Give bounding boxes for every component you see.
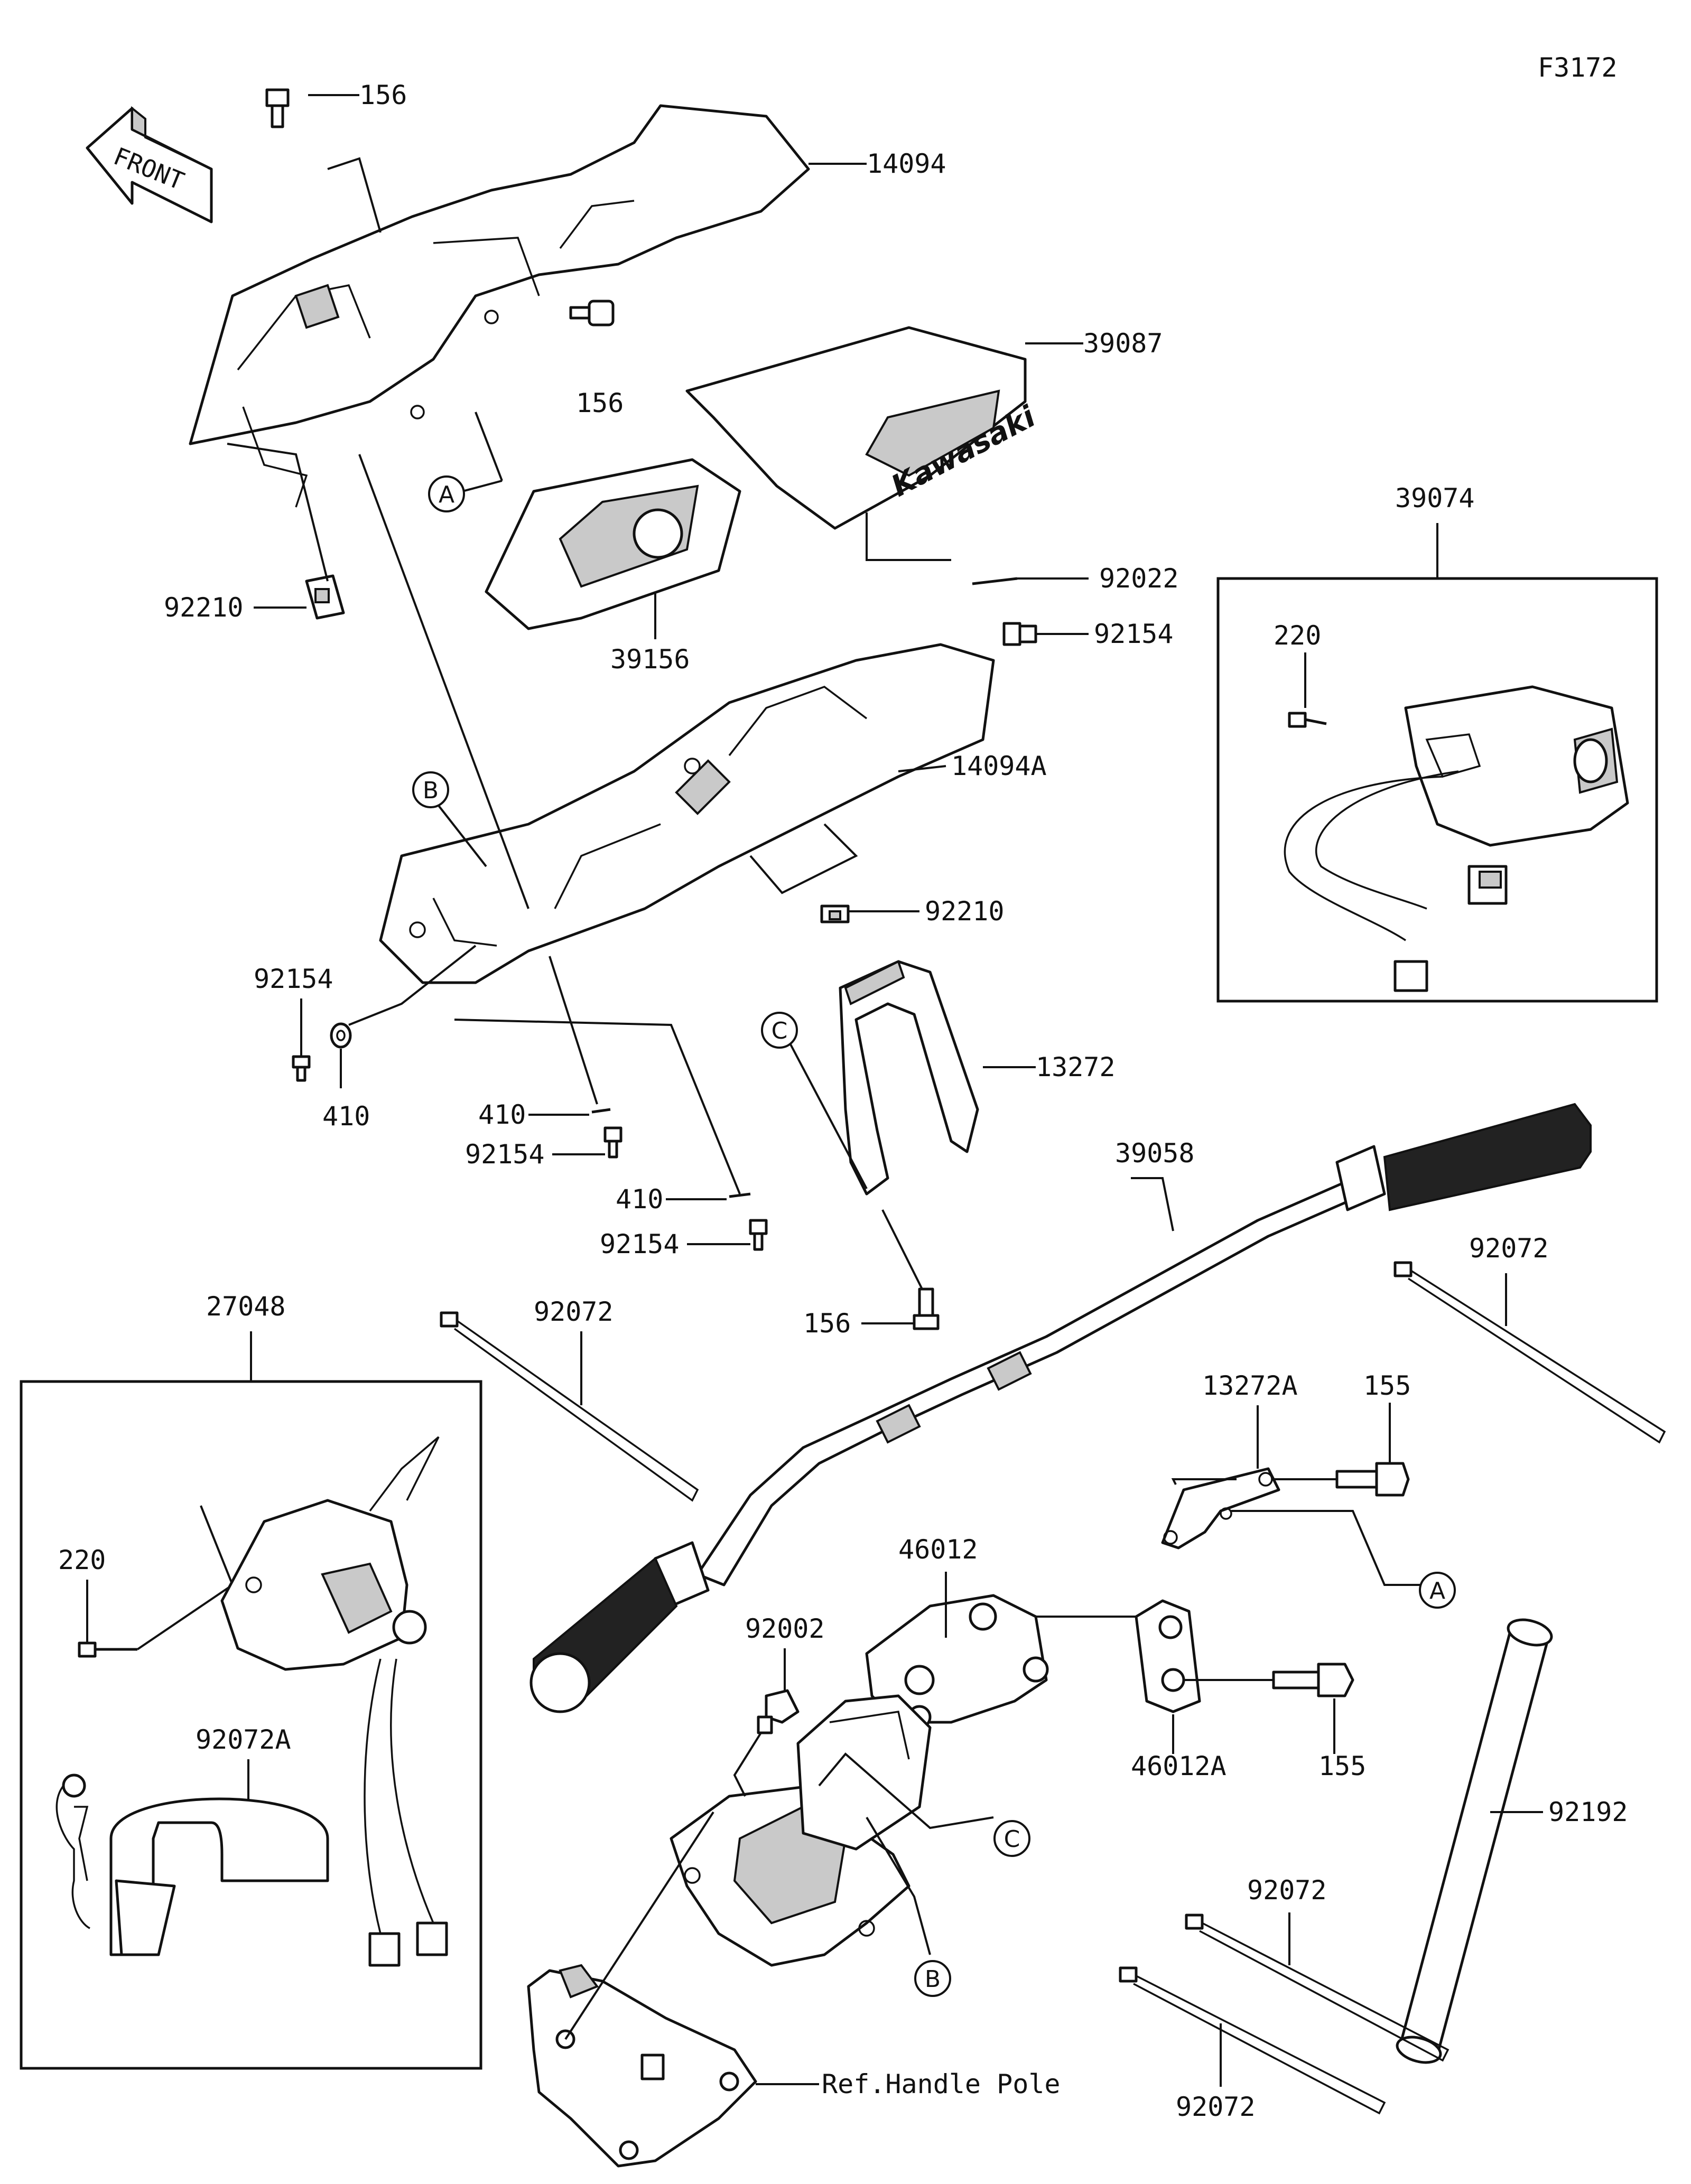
tube-92192 xyxy=(1396,1618,1553,2064)
cover-14094A xyxy=(379,643,995,984)
label-92210-top: 92210 xyxy=(164,592,244,623)
bolt-156-low xyxy=(913,1287,940,1330)
callout-a-lower xyxy=(1419,1572,1456,1609)
label-ref-handle-pole: Ref.Handle Pole xyxy=(822,2069,1061,2099)
callout-a-lower-text: A xyxy=(1429,1578,1445,1604)
cable-tie-92072-br1 xyxy=(1185,1914,1450,2062)
washer-410-mid xyxy=(591,1108,611,1114)
label-92072-br2: 92072 xyxy=(1176,2092,1256,2122)
label-156-top: 156 xyxy=(359,80,407,110)
label-156-mid: 156 xyxy=(576,388,624,418)
bolt-155-top xyxy=(1335,1462,1410,1497)
panel-39156 xyxy=(485,458,741,630)
switch-housing-27048 xyxy=(220,1436,440,1671)
switch-housing-39074 xyxy=(1404,685,1629,847)
screw-92154-top xyxy=(1002,622,1037,646)
panel-39087: Kawasaki xyxy=(685,326,1042,530)
label-156-low: 156 xyxy=(803,1308,851,1339)
label-92192: 92192 xyxy=(1548,1797,1628,1827)
strip-92022 xyxy=(972,577,1018,585)
cable-tie-92072-center xyxy=(440,1311,699,1502)
lanyard-clip-92072A xyxy=(55,1774,329,1956)
label-14094A: 14094A xyxy=(951,751,1047,781)
handlebar-39058 xyxy=(529,1103,1592,1713)
callout-b-lower-text: B xyxy=(925,1966,941,1993)
bolt-155-low xyxy=(1272,1663,1354,1697)
label-92210-mid: 92210 xyxy=(925,896,1005,927)
label-410-mid: 410 xyxy=(478,1099,526,1130)
callout-b-upper xyxy=(412,771,449,808)
bracket-13272 xyxy=(839,960,979,1196)
label-410-left: 410 xyxy=(322,1101,370,1132)
label-92072-br1: 92072 xyxy=(1247,1875,1327,1906)
callout-a-upper xyxy=(428,475,465,512)
callout-c-upper-text: C xyxy=(772,1018,788,1044)
steering-column xyxy=(670,1694,932,1967)
label-92022: 92022 xyxy=(1099,563,1179,594)
washer-410-low xyxy=(729,1192,751,1198)
clamp-46012 xyxy=(865,1594,1049,1729)
screw-92154-left xyxy=(292,1055,311,1082)
callout-c-lower xyxy=(993,1820,1030,1857)
label-39087: 39087 xyxy=(1083,328,1163,359)
switch-wiring-39074 xyxy=(1284,770,1508,992)
label-13272A: 13272A xyxy=(1202,1370,1298,1401)
label-46012: 46012 xyxy=(898,1534,978,1565)
label-92072-center: 92072 xyxy=(534,1296,614,1327)
switch-wiring-27048 xyxy=(364,1658,448,1967)
callout-b-lower xyxy=(914,1960,951,1997)
clip-92210-mid xyxy=(820,904,850,923)
label-220-left: 220 xyxy=(58,1545,106,1575)
label-155-low: 155 xyxy=(1318,1751,1366,1781)
label-39156: 39156 xyxy=(610,644,690,675)
callout-c-lower-text: C xyxy=(1004,1826,1020,1853)
label-92154-top: 92154 xyxy=(1094,619,1174,649)
bolt-92002 xyxy=(757,1689,800,1734)
screw-92154-low xyxy=(749,1219,768,1251)
washer-410-left xyxy=(330,1022,352,1049)
label-92002: 92002 xyxy=(745,1613,825,1644)
clamp-cap-46012A xyxy=(1135,1599,1201,1713)
front-arrow-icon: FRONT xyxy=(86,106,213,223)
screw-92154-mid xyxy=(603,1126,622,1159)
clip-92210-top xyxy=(305,574,345,620)
figure-code: F3172 xyxy=(1538,52,1618,83)
label-39074: 39074 xyxy=(1395,483,1475,514)
label-155-top: 155 xyxy=(1363,1370,1411,1401)
upper-cover-14094 xyxy=(189,104,810,508)
cable-tie-92072-right xyxy=(1393,1261,1666,1444)
label-410-low: 410 xyxy=(616,1184,663,1215)
label-14094: 14094 xyxy=(867,148,946,179)
bolt-156-top xyxy=(265,88,290,128)
label-39058: 39058 xyxy=(1115,1138,1195,1169)
bolt-156-mid xyxy=(569,300,615,326)
label-92072A: 92072A xyxy=(196,1724,291,1755)
bracket-13272A xyxy=(1161,1467,1280,1550)
label-92154-low: 92154 xyxy=(600,1229,680,1259)
screw-220-right xyxy=(1288,712,1327,728)
screw-220-left xyxy=(78,1641,137,1658)
callout-c-upper xyxy=(761,1012,798,1049)
cable-tie-92072-br2 xyxy=(1119,1966,1386,2115)
label-220-right: 220 xyxy=(1274,620,1321,651)
label-13272: 13272 xyxy=(1036,1052,1116,1082)
handle-pole-plate xyxy=(527,1964,757,2168)
callout-b-upper-text: B xyxy=(423,777,439,804)
label-92072-right: 92072 xyxy=(1469,1233,1549,1264)
callout-a-upper-text: A xyxy=(439,481,454,508)
label-92154-left: 92154 xyxy=(254,964,333,994)
label-92154-mid: 92154 xyxy=(465,1139,545,1170)
label-27048: 27048 xyxy=(206,1291,286,1322)
label-46012A: 46012A xyxy=(1131,1751,1227,1781)
